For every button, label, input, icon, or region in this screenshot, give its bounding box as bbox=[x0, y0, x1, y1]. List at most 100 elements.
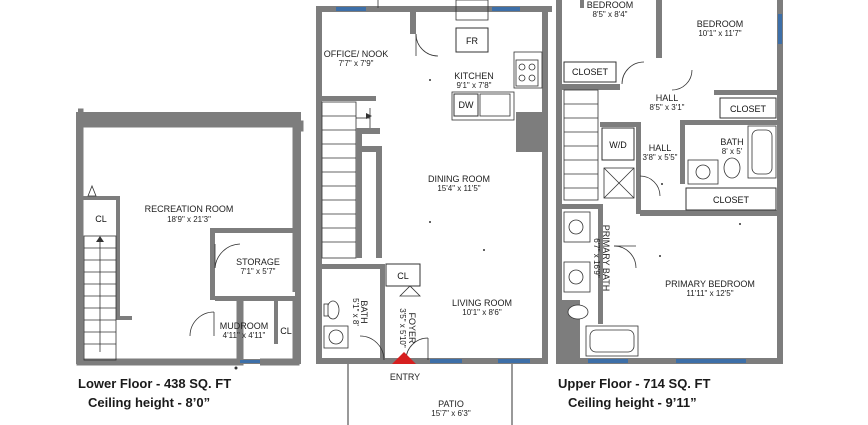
upper-bath-name: BATH bbox=[720, 137, 743, 147]
upper-hall-wall-a bbox=[556, 84, 620, 90]
lower-top-wall bbox=[77, 112, 301, 124]
bedroom-b-dims: 10'1" x 11'7" bbox=[698, 29, 741, 38]
upper-bottom-wall bbox=[556, 358, 783, 364]
lower-floor-caption: Lower Floor - 438 SQ. FT Ceiling height … bbox=[78, 374, 231, 412]
closet-a bbox=[563, 61, 617, 83]
dining-dims: 15'4" x 11'5" bbox=[437, 184, 480, 193]
main-top-wall bbox=[316, 6, 552, 12]
storage-top-wall bbox=[210, 228, 296, 233]
lower-closet-wall-v bbox=[116, 196, 120, 236]
upper-bath-sink bbox=[687, 159, 719, 185]
pbath-sink-a bbox=[563, 211, 591, 243]
stair-rail-c bbox=[376, 146, 382, 258]
stair-rail bbox=[356, 134, 362, 258]
entry-label: ENTRY bbox=[390, 372, 420, 382]
lower-stairs bbox=[83, 235, 117, 361]
kitchen-name: KITCHEN bbox=[454, 71, 494, 81]
fridge-label: FR bbox=[466, 36, 478, 46]
dishwasher bbox=[453, 93, 479, 117]
main-bath-name: BATH bbox=[359, 300, 369, 323]
closet-c bbox=[685, 187, 777, 211]
hall-b-dims: 3'8" x 5'5" bbox=[643, 153, 678, 162]
upper-floor-ceiling: Ceiling height - 9’11” bbox=[568, 395, 697, 410]
stair-rail-b bbox=[362, 146, 382, 152]
upper-window-a bbox=[588, 359, 628, 363]
wd-right-wall bbox=[636, 122, 641, 214]
washer-dryer-label: W/D bbox=[609, 140, 627, 150]
primary-bedroom-dims: 11'11" x 12'5" bbox=[686, 289, 733, 298]
main-window-top-b bbox=[492, 7, 520, 11]
closet-a-label: CLOSET bbox=[572, 67, 609, 77]
mudroom-name: MUDROOM bbox=[220, 321, 269, 331]
main-right-wall bbox=[542, 6, 548, 364]
top-stair-box bbox=[455, 0, 489, 21]
bedroom-b-name: BEDROOM bbox=[697, 19, 744, 29]
office-wall-v bbox=[410, 6, 416, 34]
kitchen-counter bbox=[513, 51, 543, 89]
main-stairs bbox=[321, 101, 371, 259]
primary-bath-dims: 6'7" x 16'9" bbox=[592, 238, 601, 278]
upper-left-wall bbox=[556, 0, 562, 364]
lower-closet-label: CL bbox=[95, 214, 107, 224]
upper-bath-top-wall bbox=[680, 120, 777, 125]
bedroom-divider bbox=[656, 0, 662, 58]
living-dims: 10'1" x 8'6" bbox=[462, 308, 502, 317]
kitchen-sink bbox=[479, 93, 511, 117]
foyer-closet bbox=[385, 263, 421, 287]
main-toilet bbox=[326, 300, 340, 320]
mud-closet-wall bbox=[274, 300, 278, 344]
bath-right-wall bbox=[380, 264, 385, 360]
lower-floor-area: Lower Floor - 438 SQ. FT bbox=[78, 376, 232, 391]
storage-door-swing bbox=[214, 243, 241, 269]
closet-b bbox=[719, 97, 777, 119]
main-bath-dims: 5'1" x 8' bbox=[351, 298, 360, 326]
hall-b-name: HALL bbox=[649, 143, 672, 153]
primary-bath-name: PRIMARY BATH bbox=[601, 225, 611, 292]
fridge bbox=[455, 27, 489, 53]
closet-b-label: CLOSET bbox=[730, 104, 767, 114]
pbath-tub bbox=[585, 325, 639, 357]
kitchen-dims: 9'1" x 7'8" bbox=[457, 81, 492, 90]
pbath-right-wall bbox=[598, 204, 603, 324]
lower-left-wall bbox=[76, 112, 82, 364]
office-name: OFFICE/ NOOK bbox=[324, 49, 389, 59]
upper-bath-left-wall bbox=[680, 120, 685, 184]
main-window-bottom-a bbox=[430, 359, 462, 363]
up-arrow-icon bbox=[87, 184, 97, 197]
stove bbox=[515, 59, 539, 87]
main-floor-plan: FR DW bbox=[316, 0, 552, 425]
main-window-bottom-b bbox=[498, 359, 530, 363]
office-wall bbox=[322, 96, 376, 101]
storage-dims: 7'1" x 5'7" bbox=[241, 267, 276, 276]
lower-bottom-wall bbox=[76, 359, 301, 364]
foyer-dims: 3'5" x 5'10" bbox=[398, 308, 407, 348]
kitchen-island bbox=[451, 91, 515, 121]
upper-toilet bbox=[723, 157, 741, 179]
kitchen-column bbox=[516, 112, 542, 152]
dishwasher-label: DW bbox=[459, 100, 474, 110]
main-left-wall bbox=[316, 6, 322, 364]
office-dims: 7'7" x 7'9" bbox=[339, 59, 374, 68]
storage-bottom-wall bbox=[215, 296, 296, 301]
upper-floor-caption: Upper Floor - 714 SQ. FT Ceiling height … bbox=[558, 374, 710, 412]
upper-tub bbox=[747, 125, 777, 179]
stair-rail-top bbox=[356, 128, 380, 134]
upper-hall-wall-b bbox=[714, 90, 777, 95]
closet-c-label: CLOSET bbox=[713, 195, 750, 205]
bedroom-a-name: BEDROOM bbox=[587, 0, 634, 10]
bath-top-wall bbox=[322, 264, 384, 269]
main-window-top-a bbox=[336, 7, 366, 11]
upper-stairs bbox=[563, 89, 599, 201]
entry-arrow-icon bbox=[392, 352, 416, 364]
hall-a-dims: 8'5" x 3'1" bbox=[650, 103, 685, 112]
lower-floor-plan: CL CL RECREATION ROOM 18'9" x 21'3" STOR… bbox=[76, 108, 304, 370]
patio-dims: 15'7" x 6'3" bbox=[431, 409, 471, 418]
lower-door bbox=[240, 360, 260, 363]
mudroom-door-swing bbox=[189, 311, 215, 337]
upper-right-wall bbox=[777, 0, 783, 364]
stair-wall bbox=[116, 236, 120, 320]
upper-floor-area: Upper Floor - 714 SQ. FT bbox=[558, 376, 711, 391]
linen-shelf bbox=[603, 167, 635, 199]
upper-floor-plan: CLOSET CLOSET CLOSET W/D bbox=[556, 0, 783, 364]
